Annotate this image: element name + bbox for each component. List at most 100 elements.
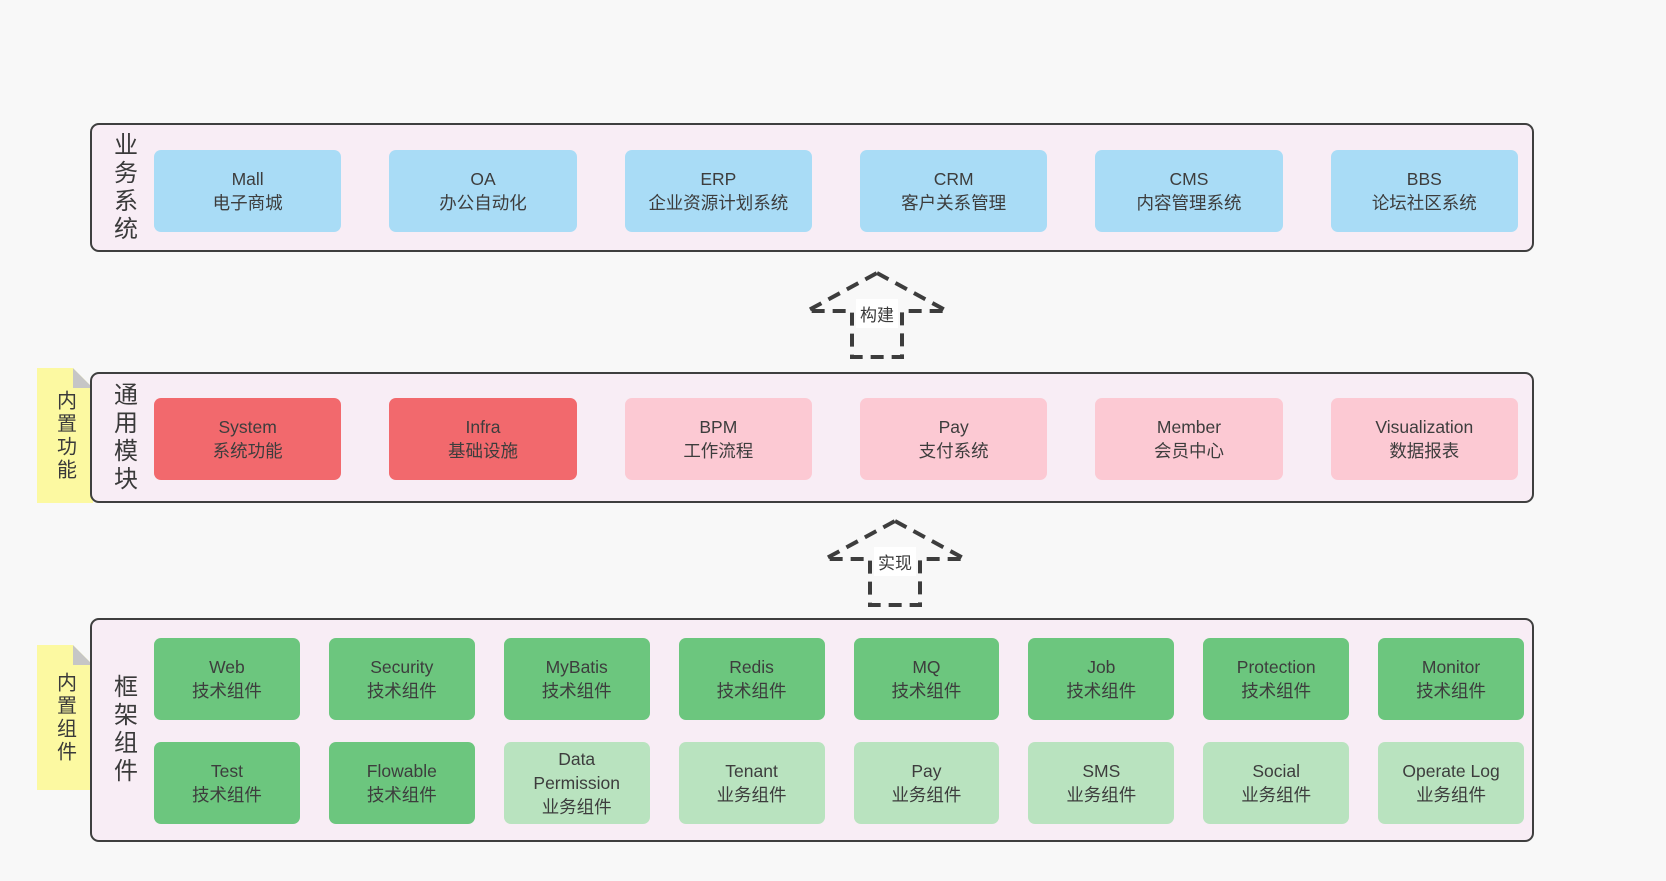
layer-label-business-systems: 业务系统 [109, 131, 137, 244]
common-modules-row: System 系统功能 Infra 基础设施 BPM 工作流程 Pay 支付系统… [154, 374, 1532, 501]
dashed-up-arrow-icon [806, 270, 948, 359]
node-subtitle: 技术组件 [366, 681, 437, 701]
layer-framework-components: 框架组件 Web 技术组件 Security 技术组件 MyBatis 技术组件… [90, 618, 1534, 842]
node-title: Pay [938, 416, 969, 437]
node-title: Visualization [1375, 416, 1474, 437]
node-bpm: BPM 工作流程 [624, 398, 812, 480]
node-subtitle: 工作流程 [683, 441, 754, 461]
node-subtitle: 业务组件 [1416, 785, 1487, 805]
node-test: Test 技术组件 [154, 742, 300, 824]
node-security: Security 技术组件 [328, 638, 475, 720]
node-subtitle: 技术组件 [716, 681, 787, 701]
node-subtitle: 技术组件 [1416, 681, 1487, 701]
node-tenant: Tenant 业务组件 [678, 742, 825, 824]
layer-label-framework-components: 框架组件 [109, 674, 137, 786]
node-monitor: Monitor 技术组件 [1378, 638, 1524, 720]
node-title: Redis [729, 656, 774, 677]
layer-common-modules: 通用模块 System 系统功能 Infra 基础设施 BPM 工作流程 Pay… [90, 372, 1534, 503]
node-system: System 系统功能 [154, 398, 342, 480]
node-title: Web [209, 656, 245, 677]
node-pay-component: Pay 业务组件 [853, 742, 1000, 824]
node-data-permission: Data Permission 业务组件 [503, 742, 650, 824]
node-subtitle: 业务组件 [1066, 785, 1137, 805]
node-title: MyBatis [545, 656, 608, 677]
node-title: BBS [1406, 168, 1442, 189]
node-title: Tenant [725, 760, 778, 781]
node-subtitle: 会员中心 [1153, 441, 1224, 461]
node-title: Pay [911, 760, 942, 781]
node-mall: Mall 电子商城 [154, 150, 342, 232]
node-bbs: BBS 论坛社区系统 [1330, 150, 1518, 232]
node-subtitle: 电子商城 [212, 193, 283, 213]
node-infra: Infra 基础设施 [389, 398, 577, 480]
node-title: Social [1252, 760, 1301, 781]
node-title: Member [1156, 416, 1222, 437]
node-pay-module: Pay 支付系统 [859, 398, 1048, 480]
node-subtitle: 业务组件 [541, 797, 612, 818]
arrow-build: 构建 [802, 270, 952, 360]
node-operate-log: Operate Log 业务组件 [1378, 742, 1524, 824]
node-oa: OA 办公自动化 [389, 150, 577, 232]
node-crm: CRM 客户关系管理 [859, 150, 1048, 232]
node-flowable: Flowable 技术组件 [328, 742, 475, 824]
node-social: Social 业务组件 [1203, 742, 1350, 824]
arrow-label: 构建 [856, 299, 898, 328]
node-title: MQ [912, 656, 941, 677]
arrow-label: 实现 [874, 547, 916, 576]
sticky-note-builtin-features: 内置功能 [37, 368, 93, 503]
node-cms: CMS 内容管理系统 [1095, 150, 1283, 232]
sticky-note-builtin-components: 内置组件 [37, 645, 93, 790]
node-title: ERP [700, 168, 737, 189]
node-title: Operate Log [1402, 760, 1500, 781]
arrow-implement: 实现 [820, 518, 970, 608]
node-visualization: Visualization 数据报表 [1330, 398, 1518, 480]
node-protection: Protection 技术组件 [1203, 638, 1350, 720]
node-subtitle: 技术组件 [1066, 681, 1137, 701]
node-subtitle: 技术组件 [191, 785, 262, 805]
node-title: SMS [1082, 760, 1121, 781]
node-job: Job 技术组件 [1028, 638, 1175, 720]
node-title: CRM [933, 168, 974, 189]
node-subtitle: 技术组件 [891, 681, 962, 701]
node-subtitle: 客户关系管理 [901, 193, 1007, 213]
node-subtitle: 基础设施 [447, 441, 518, 461]
node-title: Flowable [366, 760, 437, 781]
node-subtitle: 业务组件 [716, 785, 787, 805]
node-title: Job [1087, 656, 1116, 677]
node-subtitle: 数据报表 [1389, 441, 1460, 461]
node-title: OA [470, 168, 496, 189]
node-title: Infra [465, 416, 501, 437]
node-subtitle: 企业资源计划系统 [648, 193, 789, 213]
node-title: Mall [231, 168, 264, 189]
node-subtitle: 技术组件 [366, 785, 437, 805]
node-subtitle: 论坛社区系统 [1371, 193, 1477, 213]
node-member: Member 会员中心 [1095, 398, 1283, 480]
dashed-up-arrow-icon [824, 518, 966, 607]
node-mybatis: MyBatis 技术组件 [503, 638, 650, 720]
node-subtitle: 办公自动化 [439, 193, 527, 213]
node-erp: ERP 企业资源计划系统 [624, 150, 812, 232]
node-mq: MQ 技术组件 [853, 638, 1000, 720]
node-redis: Redis 技术组件 [678, 638, 825, 720]
node-subtitle: 业务组件 [891, 785, 962, 805]
sticky-note-label: 内置功能 [53, 389, 76, 482]
node-subtitle: 技术组件 [541, 681, 612, 701]
node-subtitle: 系统功能 [212, 441, 283, 461]
node-web: Web 技术组件 [154, 638, 300, 720]
sticky-note-label: 内置组件 [53, 671, 76, 764]
node-subtitle: 业务组件 [1241, 785, 1312, 805]
node-subtitle: 支付系统 [918, 441, 989, 461]
layer-label-common-modules: 通用模块 [109, 381, 137, 494]
node-title: BPM [699, 416, 738, 437]
node-title: Data Permission [533, 748, 620, 793]
node-title: Protection [1236, 656, 1316, 677]
node-title: System [218, 416, 277, 437]
node-title: Monitor [1421, 656, 1481, 677]
node-sms: SMS 业务组件 [1028, 742, 1175, 824]
node-subtitle: 技术组件 [1241, 681, 1312, 701]
node-title: CMS [1169, 168, 1209, 189]
node-subtitle: 内容管理系统 [1136, 193, 1242, 213]
node-subtitle: 技术组件 [191, 681, 262, 701]
layer-business-systems: 业务系统 Mall 电子商城 OA 办公自动化 ERP 企业资源计划系统 CRM… [90, 123, 1534, 252]
